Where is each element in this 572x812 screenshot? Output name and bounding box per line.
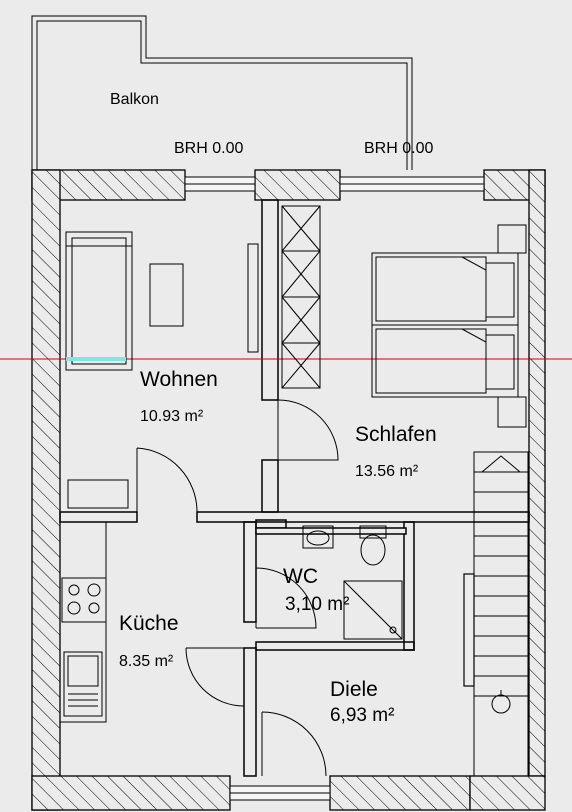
wardrobe [281,205,321,389]
room-name-schlafen: Schlafen [355,423,437,446]
sofa [65,231,133,371]
room-area-schlafen: 13.56 m² [355,463,419,480]
kitchen-sink [63,651,103,717]
brh-label-left: BRH 0.00 [174,140,243,157]
room-area-wohnen: 10.93 m² [140,408,204,425]
nightstand-bottom [497,396,527,428]
kitchen-counter [59,521,107,723]
interior-walls [59,199,530,777]
shower [343,580,403,640]
tv-sideboard [247,243,259,353]
room-name-diele: Diele [330,678,378,701]
sofa-highlight [66,357,126,361]
radiator [67,479,129,509]
wc-basin [302,525,334,549]
room-area-diele: 6,93 m² [330,705,394,726]
staircase [473,451,529,777]
brh-label-right: BRH 0.00 [364,140,433,157]
room-name-wohnen: Wohnen [140,368,218,391]
windows [184,176,485,801]
double-bed [371,252,519,398]
stair-railing [463,573,475,687]
doors [136,399,339,777]
room-name-kueche: Küche [119,612,179,635]
room-name-wc: WC [283,565,318,588]
exterior-walls [31,169,546,811]
balcony-outline [31,15,413,170]
balcony-label: Balkon [110,91,159,108]
toilet [359,525,387,566]
nightstand-top [497,224,527,254]
room-area-kueche: 8.35 m² [119,653,174,670]
coffee-table [149,263,184,327]
room-area-wc: 3,10 m² [285,594,349,615]
